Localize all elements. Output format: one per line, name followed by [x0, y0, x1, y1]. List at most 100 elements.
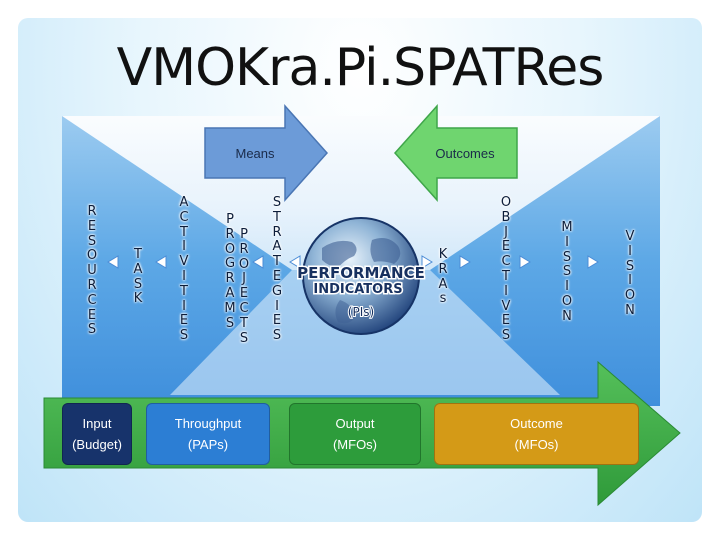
- vertical-letter: M: [561, 220, 573, 235]
- vertical-letter: S: [133, 276, 143, 292]
- connector-arrow-7: [519, 255, 531, 269]
- vertical-letter: S: [501, 328, 511, 344]
- vertical-letter: R: [438, 261, 448, 277]
- box-input-line2: (Budget): [72, 437, 122, 452]
- vertical-letter: E: [239, 286, 249, 302]
- vertical-letter: I: [628, 273, 632, 289]
- vertical-letter: V: [501, 298, 511, 314]
- vertical-letter: T: [240, 315, 248, 331]
- vertical-letter: R: [225, 226, 235, 242]
- vertical-letter: I: [565, 279, 569, 295]
- vertical-letter: G: [224, 256, 236, 272]
- vertical-letter: S: [225, 315, 235, 331]
- vertical-letter: O: [500, 195, 512, 210]
- vertical-letter: T: [134, 247, 142, 262]
- box-output-line1: Output: [335, 416, 375, 431]
- globe-line-1: PERFORMANCE: [297, 264, 425, 282]
- vertical-letter: O: [238, 256, 250, 272]
- vertical-letter: E: [272, 268, 282, 284]
- vertical-letter: S: [87, 233, 97, 249]
- vertical-letter: R: [225, 271, 235, 287]
- vertical-letter: A: [179, 195, 189, 210]
- connector-arrow-3: [252, 255, 264, 269]
- vertical-letter: I: [628, 243, 632, 259]
- vertical-letter: I: [504, 283, 508, 299]
- vertical-letter: S: [87, 322, 97, 338]
- vertical-letter: O: [224, 241, 236, 257]
- vertical-letter: I: [182, 268, 186, 284]
- box-throughput-line2: (PAPs): [187, 437, 229, 452]
- vertical-letter: R: [239, 241, 249, 257]
- vertical-letter: S: [272, 195, 282, 210]
- vertical-letter: T: [180, 283, 188, 299]
- vertical-letter: V: [625, 229, 635, 244]
- vertical-letter: J: [504, 224, 508, 240]
- vertical-letter: S: [562, 264, 572, 280]
- vertical-letter: E: [87, 218, 97, 234]
- vertical-letter: T: [273, 254, 281, 270]
- vertical-letter: I: [182, 298, 186, 314]
- vertical-letter: K: [438, 247, 448, 262]
- vertical-letter: C: [87, 292, 97, 308]
- slide-title: VMOKra.Pi.SPATRes: [116, 38, 605, 98]
- connector-arrow-1: [107, 255, 119, 269]
- vertical-letter: A: [225, 285, 235, 301]
- vertical-letter: N: [562, 308, 572, 324]
- vertical-letter: M: [224, 300, 236, 316]
- vertical-letter: E: [179, 313, 189, 329]
- vertical-letter: I: [275, 298, 279, 314]
- outcomes-label: Outcomes: [435, 146, 495, 161]
- globe-line-2: INDICATORS: [313, 282, 402, 297]
- vertical-letter: V: [179, 254, 189, 270]
- outcomes-arrow: [393, 104, 518, 202]
- vertical-letter: R: [272, 224, 282, 240]
- vertical-letter: S: [625, 258, 635, 274]
- vertical-letter: C: [179, 209, 189, 225]
- vertical-letter: P: [240, 227, 248, 242]
- box-input-line1: Input: [82, 416, 112, 431]
- connector-arrow-2: [155, 255, 167, 269]
- vertical-letter: O: [86, 248, 98, 264]
- vertical-letter: E: [501, 239, 511, 255]
- globe-icon: PERFORMANCE INDICATORS (PIs): [296, 217, 426, 335]
- vertical-letter: O: [561, 293, 573, 309]
- vertical-letter: S: [562, 249, 572, 265]
- vertical-letter: O: [624, 288, 636, 304]
- box-outcome: Outcome (MFOs): [434, 403, 639, 465]
- vertical-letter: I: [565, 234, 569, 250]
- box-outcome-line1: Outcome: [510, 416, 563, 431]
- vertical-letter: S: [239, 330, 249, 346]
- box-input: Input (Budget): [62, 403, 132, 465]
- vertical-letter: T: [180, 224, 188, 240]
- vertical-letter: K: [133, 291, 143, 307]
- vertical-letter: P: [226, 212, 234, 227]
- box-outcome-line2: (MFOs): [514, 437, 559, 452]
- vertical-letter: A: [272, 239, 282, 255]
- connector-arrows: [107, 255, 599, 269]
- vertical-letter: C: [239, 300, 249, 316]
- vertical-letter: J: [242, 271, 246, 287]
- vertical-letter: U: [87, 263, 97, 279]
- vertical-letter: S: [179, 328, 189, 344]
- box-output: Output (MFOs): [289, 403, 421, 465]
- vertical-letter: R: [87, 277, 97, 293]
- vertical-letter: E: [501, 313, 511, 329]
- vertical-letter: C: [501, 254, 511, 270]
- connector-arrow-8: [587, 255, 599, 269]
- connector-arrow-6: [459, 255, 471, 269]
- vertical-letter: A: [438, 276, 448, 292]
- vertical-letter: E: [272, 313, 282, 329]
- box-throughput-line1: Throughput: [174, 416, 242, 431]
- vertical-letter: T: [273, 209, 281, 225]
- vertical-letter: s: [439, 291, 447, 307]
- box-throughput: Throughput (PAPs): [146, 403, 270, 465]
